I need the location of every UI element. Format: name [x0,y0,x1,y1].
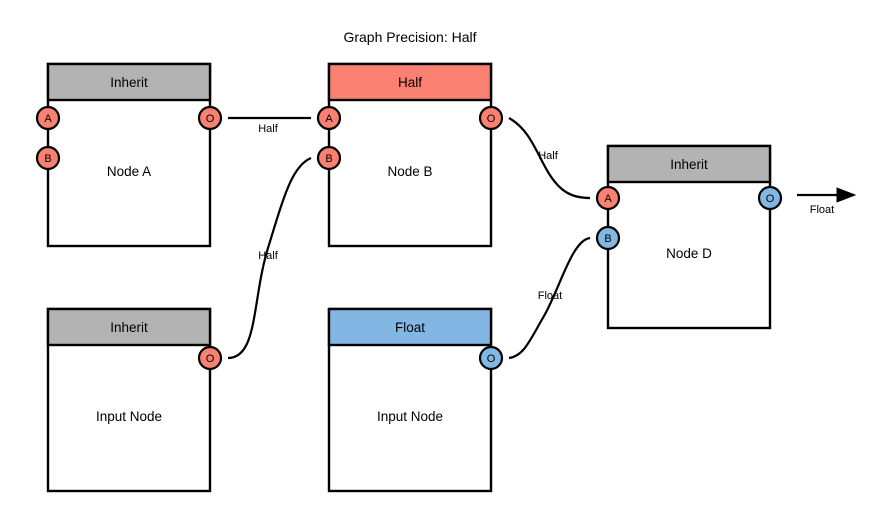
node-header-rect[interactable] [606,144,772,184]
node-body-label: Input Node [377,409,443,424]
node-body-label: Node D [666,246,712,261]
output-arrow-label: Float [810,204,834,216]
port-label: A [325,113,333,125]
input-port-b[interactable]: B [595,225,621,251]
node-body-label: Input Node [96,409,162,424]
port-circle[interactable] [197,345,223,371]
edge-edge-inputmid-to-d[interactable]: Float [508,236,591,360]
port-circle[interactable] [478,105,504,131]
edge-label: Half [258,250,279,262]
port-circle[interactable] [35,105,61,131]
graph-output-arrow: Float [797,187,857,216]
port-label: O [487,353,496,365]
edge-edge-inputleft-to-b[interactable]: Half [227,156,312,360]
port-label: A [604,193,612,205]
edge-label: Float [538,290,562,302]
port-label: O [766,193,775,205]
port-label: O [206,113,215,125]
edge-path[interactable] [508,117,591,200]
page-title: Graph Precision: Half [343,29,476,45]
output-port-o[interactable]: O [757,185,783,211]
port-circle[interactable] [316,105,342,131]
edge-path[interactable] [508,236,591,360]
edge-path[interactable] [227,156,312,360]
node-header-rect[interactable] [46,62,212,102]
node-header-label: Inherit [110,75,148,90]
node-header-rect[interactable] [46,307,212,347]
output-port-o[interactable]: O [197,105,223,131]
node-header-label: Inherit [110,320,148,335]
port-label: B [44,153,51,165]
node-body-label: Node B [387,164,432,179]
edge-label: Half [258,123,279,135]
port-circle[interactable] [595,185,621,211]
port-circle[interactable] [478,345,504,371]
port-label: B [604,233,611,245]
input-port-b[interactable]: B [316,145,342,171]
port-circle[interactable] [316,145,342,171]
edge-edge-a-to-b[interactable]: Half [228,116,311,135]
output-port-o[interactable]: O [197,345,223,371]
port-circle[interactable] [757,185,783,211]
edge-edge-b-to-d[interactable]: Half [508,117,591,200]
node-body-label: Node A [107,164,151,179]
port-label: O [487,113,496,125]
port-circle[interactable] [595,225,621,251]
port-label: A [44,113,52,125]
port-label: B [325,153,332,165]
input-port-a[interactable]: A [595,185,621,211]
output-port-o[interactable]: O [478,345,504,371]
node-header-rect[interactable] [327,62,493,102]
edge-label: Half [538,150,559,162]
node-header-label: Inherit [670,157,708,172]
node-header-label: Float [395,320,425,335]
port-label: O [206,353,215,365]
output-port-o[interactable]: O [478,105,504,131]
input-port-a[interactable]: A [35,105,61,131]
node-header-label: Half [398,75,422,90]
graph-output-layer: Float [797,187,857,216]
input-port-a[interactable]: A [316,105,342,131]
node-header-rect[interactable] [327,307,493,347]
input-port-b[interactable]: B [35,145,61,171]
port-circle[interactable] [197,105,223,131]
port-circle[interactable] [35,145,61,171]
